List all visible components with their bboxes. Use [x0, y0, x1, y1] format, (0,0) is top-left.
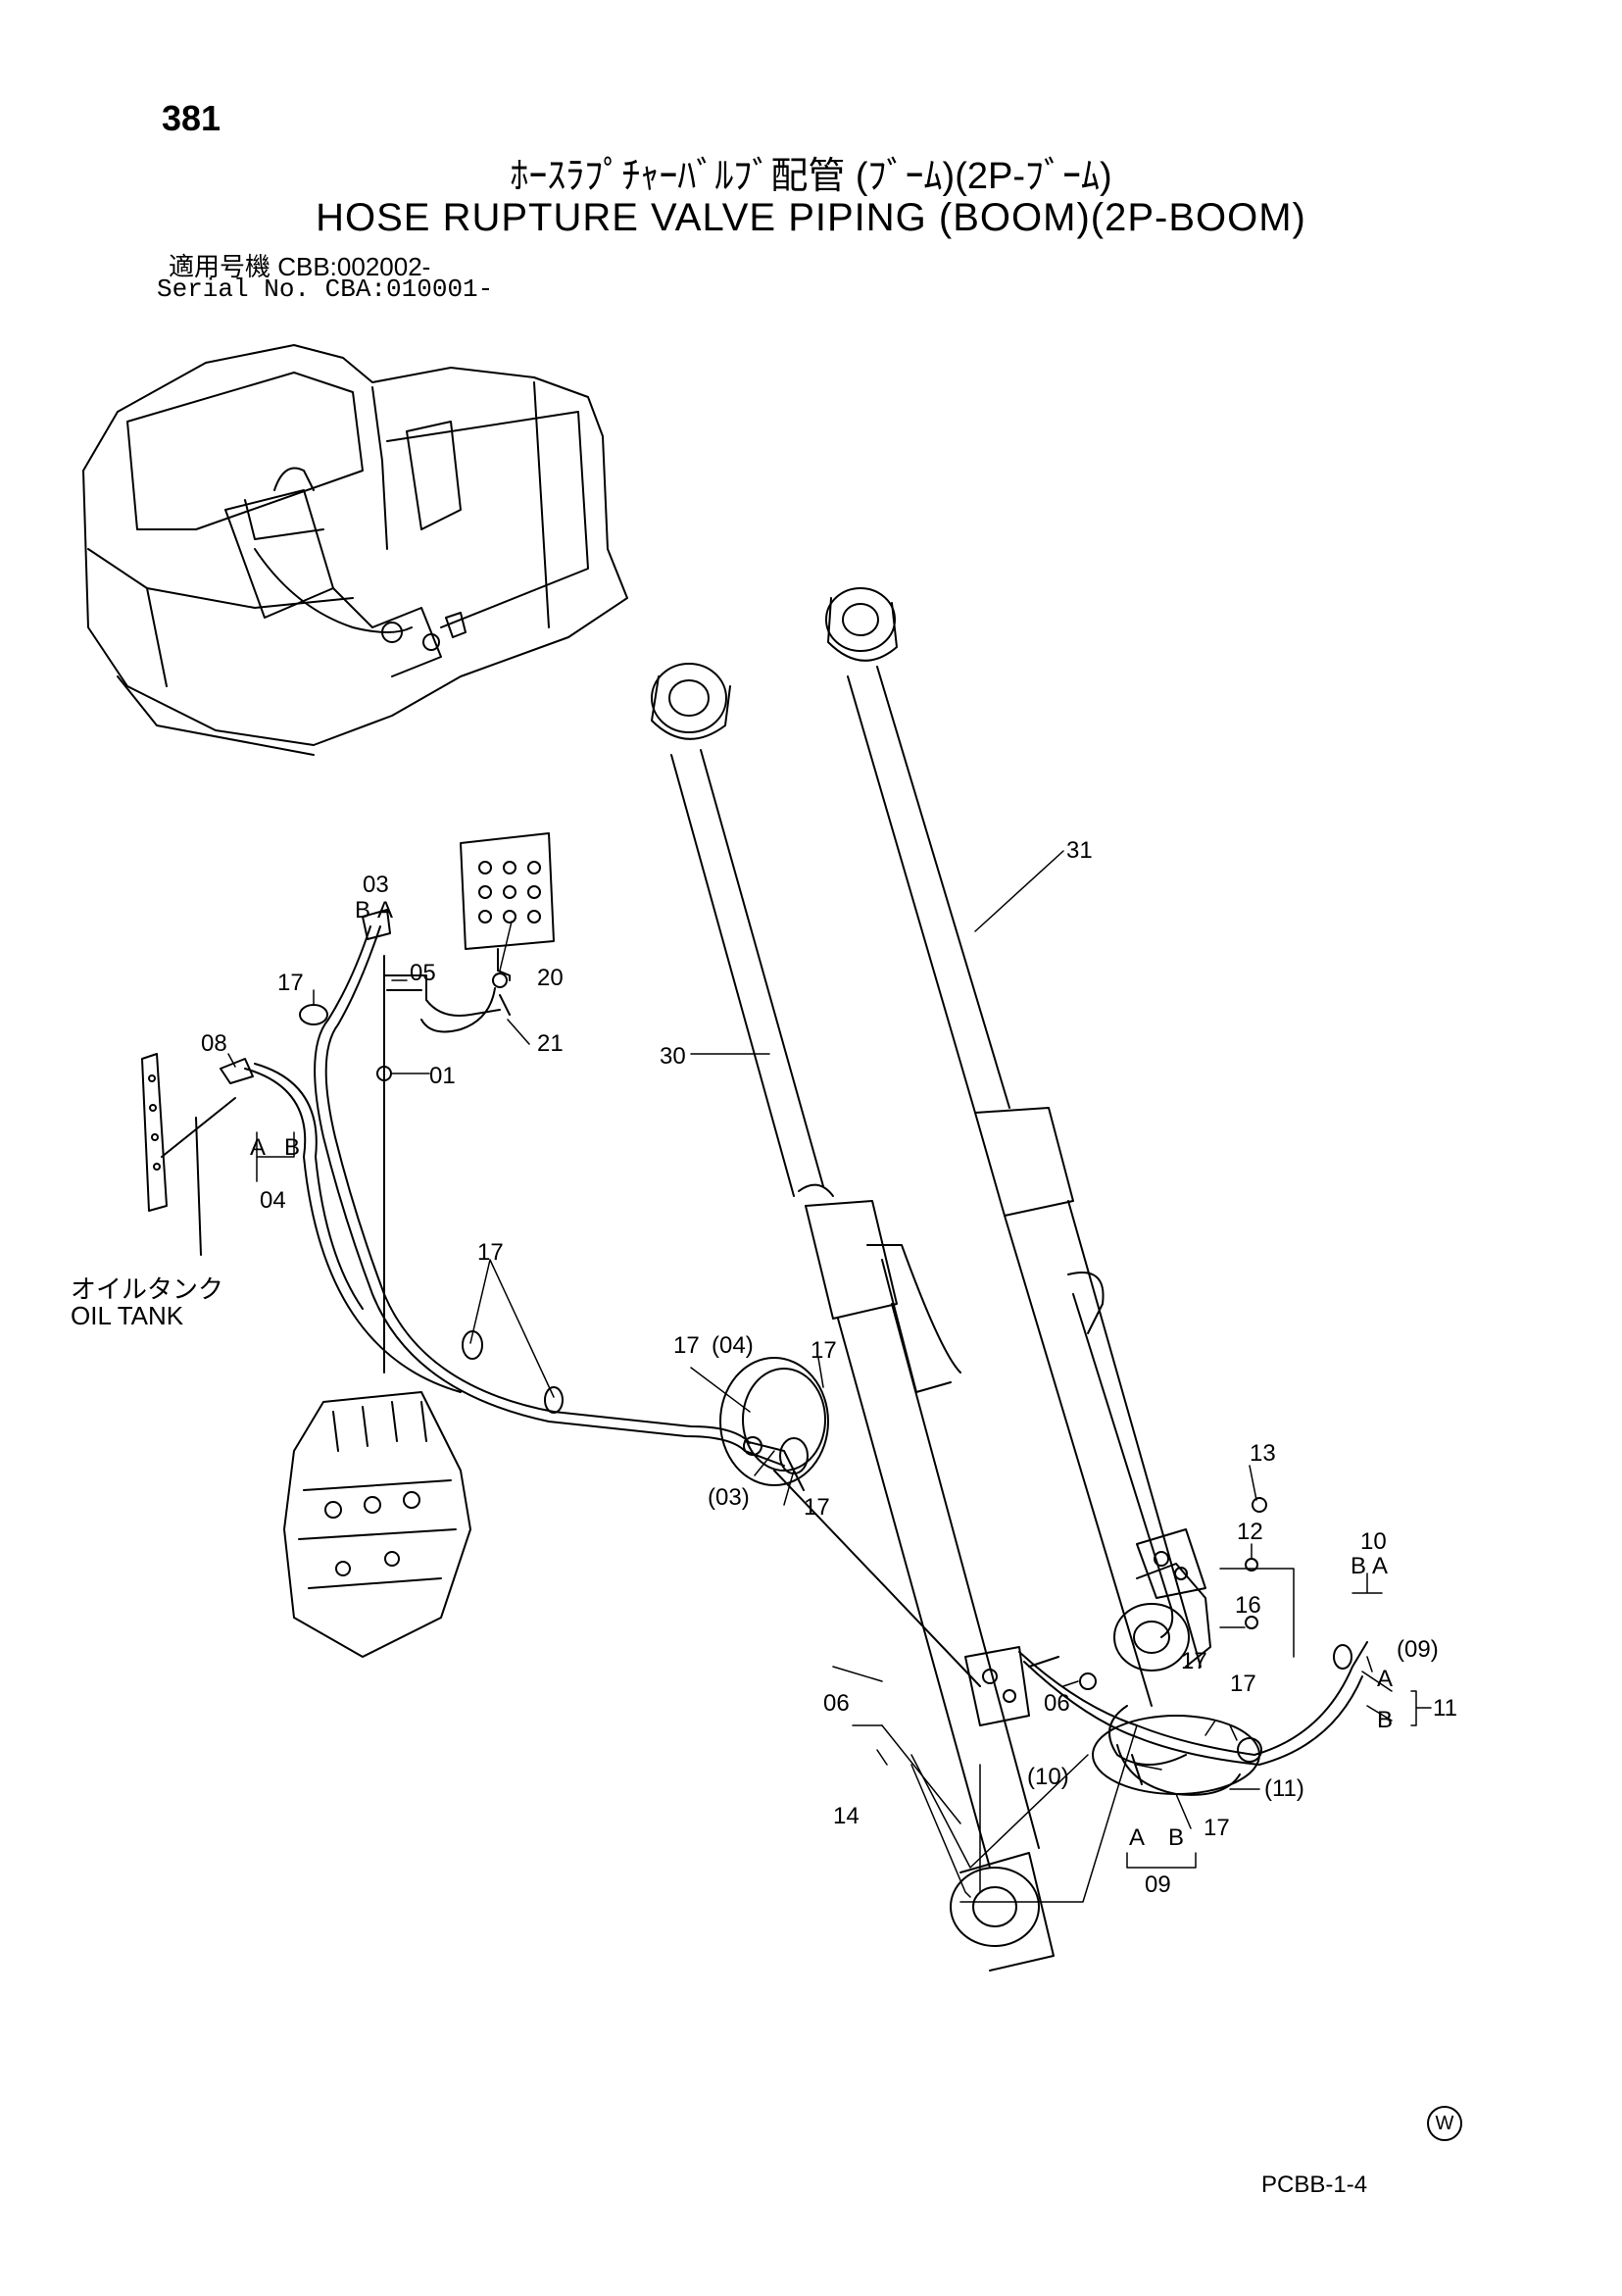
- machine-overview: [82, 344, 628, 756]
- label-12: 12: [1237, 1519, 1263, 1545]
- boom-cylinder-30: [651, 663, 1055, 1972]
- label-17-c: 17: [673, 1332, 700, 1359]
- left-hose-routing: [220, 909, 751, 1452]
- part-labels: 03 B A 05 20 21 01 17 08 A B 04 17 30 31…: [201, 837, 1457, 1898]
- label-17-d: 17: [811, 1337, 837, 1364]
- label-04-b: B: [284, 1134, 300, 1161]
- label-04-paren: (04): [712, 1332, 754, 1359]
- title-english: HOSE RUPTURE VALVE PIPING (BOOM)(2P-BOOM…: [316, 196, 1306, 239]
- title-japanese: ﾎｰｽﾗﾌﾟﾁｬｰﾊﾞﾙﾌﾞ配管 (ﾌﾞｰﾑ)(2P-ﾌﾞｰﾑ): [510, 156, 1112, 197]
- label-09-a: A: [1129, 1824, 1145, 1851]
- label-17-e: 17: [804, 1494, 830, 1521]
- label-06-b: 06: [1044, 1690, 1070, 1717]
- label-21: 21: [537, 1030, 564, 1057]
- page-number: 381: [162, 98, 221, 138]
- label-05: 05: [410, 960, 436, 986]
- label-06-a: 06: [823, 1690, 850, 1717]
- label-11-paren: (11): [1264, 1775, 1304, 1802]
- oil-tank-label-jp: オイルタンク: [71, 1274, 224, 1304]
- label-03: 03: [363, 872, 389, 898]
- label-13: 13: [1250, 1440, 1276, 1467]
- hose-rupture-valve-right: [1136, 1497, 1267, 1629]
- watermark-logo: W: [1427, 2106, 1462, 2141]
- label-03-a: A: [377, 897, 393, 923]
- leader-lines: [227, 850, 1432, 1903]
- label-17-b: 17: [477, 1239, 504, 1266]
- serial-japanese: 適用号機 CBB:002002-: [169, 252, 431, 281]
- control-valve-block: [420, 832, 555, 1033]
- label-17-f: 17: [1181, 1648, 1207, 1674]
- label-31: 31: [1066, 837, 1093, 864]
- main-control-valve: [283, 1391, 471, 1658]
- label-11: 11: [1433, 1695, 1457, 1722]
- label-04: 04: [260, 1187, 286, 1214]
- serial-english: Serial No. CBA:010001-: [157, 275, 494, 304]
- label-30: 30: [660, 1043, 686, 1070]
- label-17-g: 17: [1230, 1671, 1256, 1697]
- label-09-b: B: [1168, 1824, 1184, 1851]
- label-04-a: A: [250, 1134, 266, 1161]
- label-10-b: B: [1351, 1553, 1366, 1579]
- label-10-a: A: [1372, 1553, 1388, 1579]
- oil-tank-bracket: [141, 1053, 236, 1256]
- label-10: 10: [1360, 1528, 1387, 1555]
- label-09: 09: [1145, 1872, 1171, 1898]
- label-14: 14: [833, 1803, 860, 1829]
- label-17-a: 17: [277, 970, 304, 996]
- label-03-b: B: [355, 897, 370, 923]
- label-01: 01: [429, 1063, 456, 1089]
- label-08: 08: [201, 1030, 227, 1057]
- boom-cylinder-31: [825, 587, 1211, 1707]
- label-17-h: 17: [1204, 1815, 1230, 1841]
- label-11-a: A: [1377, 1666, 1393, 1692]
- label-10-paren: (10): [1027, 1764, 1069, 1790]
- label-20: 20: [537, 965, 564, 991]
- label-09-paren: (09): [1397, 1636, 1439, 1663]
- center-hose-junction: [719, 1357, 981, 1687]
- oil-tank-label-en: OIL TANK: [71, 1301, 184, 1330]
- label-03-paren: (03): [708, 1484, 750, 1511]
- hose-rupture-valve-left: [964, 1646, 1097, 1726]
- label-16: 16: [1235, 1592, 1261, 1619]
- label-11-b: B: [1377, 1707, 1393, 1733]
- reference-code: PCBB-1-4: [1261, 2171, 1368, 2198]
